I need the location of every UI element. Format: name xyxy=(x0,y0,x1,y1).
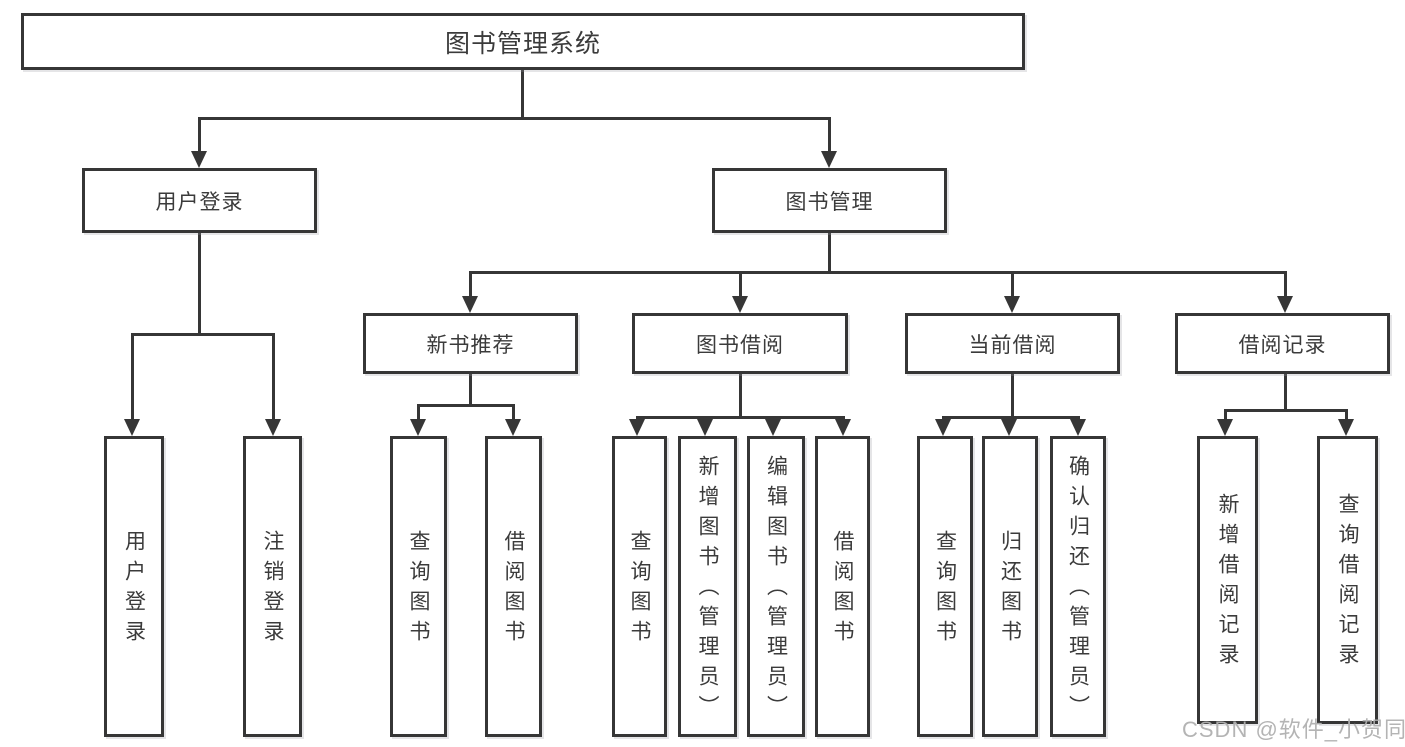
node-current-borrow: 当前借阅 xyxy=(905,313,1120,374)
arrowhead xyxy=(935,419,951,436)
connector-line xyxy=(469,374,472,407)
node-leaf-user-login: 用户登录 xyxy=(104,436,164,737)
node-leaf-add-record: 新增借阅记录 xyxy=(1197,436,1258,724)
connector-line xyxy=(512,404,515,422)
arrowhead xyxy=(505,419,521,436)
connector-line xyxy=(1345,409,1348,422)
arrowhead xyxy=(1217,419,1233,436)
connector-line xyxy=(131,333,134,422)
arrowhead xyxy=(1277,296,1293,313)
connector-line xyxy=(417,404,420,422)
arrowhead xyxy=(1070,419,1086,436)
arrowhead xyxy=(1338,419,1354,436)
connector-line xyxy=(1011,271,1014,299)
arrowhead xyxy=(835,419,851,436)
arrowhead xyxy=(265,419,281,436)
arrowhead xyxy=(697,419,713,436)
node-leaf-query-book-1: 查询图书 xyxy=(390,436,447,737)
node-new-book-recommend: 新书推荐 xyxy=(363,313,578,374)
arrowhead xyxy=(1001,419,1017,436)
connector-line xyxy=(1011,374,1014,419)
arrowhead xyxy=(765,419,781,436)
connector-line xyxy=(636,416,845,419)
node-leaf-borrow-book-2: 借阅图书 xyxy=(815,436,870,737)
node-leaf-query-book-3: 查询图书 xyxy=(917,436,973,737)
arrowhead xyxy=(1004,296,1020,313)
node-leaf-borrow-book-1: 借阅图书 xyxy=(485,436,542,737)
node-leaf-add-book: 新增图书（管理员） xyxy=(678,436,737,737)
node-leaf-return-book: 归还图书 xyxy=(982,436,1038,737)
node-leaf-query-record: 查询借阅记录 xyxy=(1317,436,1378,724)
node-book-management: 图书管理 xyxy=(712,168,947,233)
arrowhead xyxy=(124,419,140,436)
node-borrow-records: 借阅记录 xyxy=(1175,313,1390,374)
arrowhead xyxy=(732,296,748,313)
arrowhead xyxy=(410,419,426,436)
node-leaf-query-book-2: 查询图书 xyxy=(612,436,667,737)
connector-line xyxy=(1284,374,1287,412)
connector-line xyxy=(417,404,515,407)
connector-line xyxy=(1224,409,1227,422)
connector-line xyxy=(272,333,275,422)
arrowhead xyxy=(821,151,837,168)
arrowhead xyxy=(462,296,478,313)
connector-line xyxy=(828,233,831,274)
watermark: CSDN @软件_小贺同学 xyxy=(1182,717,1405,742)
node-leaf-edit-book: 编辑图书（管理员） xyxy=(747,436,805,737)
node-leaf-confirm-return: 确认归还（管理员） xyxy=(1050,436,1106,737)
connector-line xyxy=(131,333,275,336)
connector-line xyxy=(469,271,1287,274)
arrowhead xyxy=(191,151,207,168)
connector-line xyxy=(739,374,742,419)
connector-line xyxy=(739,271,742,299)
connector-line xyxy=(1224,409,1348,412)
node-user-login: 用户登录 xyxy=(82,168,317,233)
connector-line xyxy=(198,117,201,155)
node-book-borrow: 图书借阅 xyxy=(632,313,848,374)
connector-line xyxy=(198,117,830,120)
node-leaf-logout: 注销登录 xyxy=(243,436,302,737)
connector-line xyxy=(198,233,201,336)
connector-line xyxy=(942,416,1080,419)
connector-line xyxy=(1284,271,1287,299)
connector-line xyxy=(469,271,472,299)
arrowhead xyxy=(629,419,645,436)
node-root: 图书管理系统 xyxy=(21,13,1025,70)
connector-line xyxy=(521,70,524,119)
connector-line xyxy=(828,117,831,155)
